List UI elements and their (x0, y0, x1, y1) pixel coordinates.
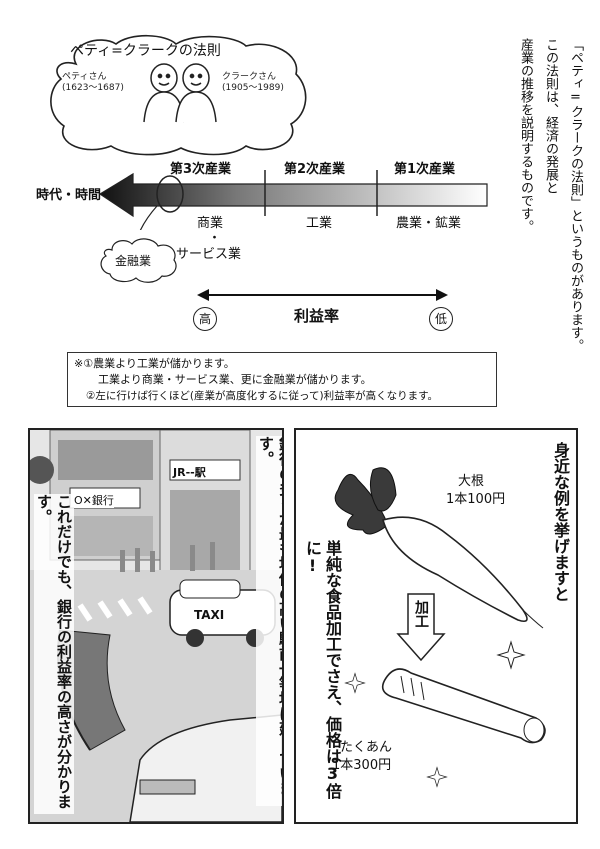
profit-arrow (197, 289, 448, 301)
note-line3: ②左に行けば行くほど(産業が高度化するに従って)利益率が高くなります。 (86, 390, 439, 402)
note-line1: ※①農業より工業が儲かります。 (74, 357, 235, 370)
agriculture-label: 農業・鉱業 (396, 216, 462, 231)
sparkle-icon (344, 672, 366, 694)
low-marker: 低 (429, 307, 453, 331)
profit-rate-label: 利益率 (294, 307, 340, 325)
service-label: サービス業 (176, 247, 242, 262)
side-text-col2: この法則は、経済の発展と (543, 38, 558, 194)
right-caption2: 単純な食品加工でさえ、価格は3倍に! (303, 540, 342, 799)
right-caption1: 身近な例を挙げますと (551, 442, 570, 602)
industry-arrow (98, 170, 488, 230)
clark-name: クラークさん (222, 72, 277, 82)
daikon-price: 1本100円 (446, 492, 506, 507)
station-sign: JR--駅 (173, 466, 206, 479)
sparkle-icon (496, 640, 526, 670)
sparkle-icon (426, 766, 448, 788)
side-text-col3: 産業の推移を説明するものです。 (518, 38, 533, 233)
side-text-col1: 「ペティ=クラークの法則」というものがあります。 (568, 38, 583, 352)
petty-name: ペティさん (62, 72, 107, 82)
industry-label: 工業 (306, 216, 333, 231)
dot-label: ・ (208, 231, 222, 246)
finance-label: 金融業 (115, 254, 152, 268)
left-caption1: 銀行の多くが最も地価の高い駅前一等地に建っています。 (256, 436, 282, 806)
high-marker: 高 (193, 307, 217, 331)
commerce-label: 商業 (197, 216, 224, 231)
tertiary-label: 第3次産業 (170, 162, 232, 177)
takuan-price: 1本300円 (332, 758, 392, 773)
takuan-name: たくあん (340, 740, 393, 755)
taxi-sign: TAXI (194, 608, 225, 622)
street-panel: O✕銀行 JR--駅 TAXI 銀行の多くが最も地価の高い駅前一等地に建っていま… (28, 428, 284, 824)
speech-cloud (50, 34, 307, 156)
bank-sign: O✕銀行 (74, 492, 114, 508)
petty-character (143, 63, 185, 123)
daikon-icon (334, 467, 544, 629)
finance-cloud (100, 238, 177, 283)
primary-label: 第1次産業 (394, 162, 456, 177)
process-label: 加工 (413, 600, 429, 628)
secondary-label: 第2次産業 (284, 162, 346, 177)
daikon-name: 大根 (458, 474, 485, 489)
clark-character (175, 63, 217, 123)
food-panel: 身近な例を挙げますと 単純な食品加工でさえ、価格は3倍に! 大根 1本100円 … (294, 428, 578, 824)
note-line2: 工業より商業・サービス業、更に金融業が儲かります。 (98, 373, 372, 386)
note-box: ※①農業より工業が儲かります。 工業より商業・サービス業、更に金融業が儲かります… (67, 352, 497, 407)
clark-years: (1905〜1989) (222, 83, 284, 93)
time-axis-label: 時代・時間 (36, 188, 102, 203)
takuan-icon (381, 668, 546, 744)
process-arrow-icon (396, 593, 446, 662)
law-title: ペティ=クラークの法則 (70, 43, 221, 59)
left-caption2: これだけでも、銀行の利益率の高さが分かります。 (34, 494, 74, 814)
petty-years: (1623〜1687) (62, 83, 124, 93)
